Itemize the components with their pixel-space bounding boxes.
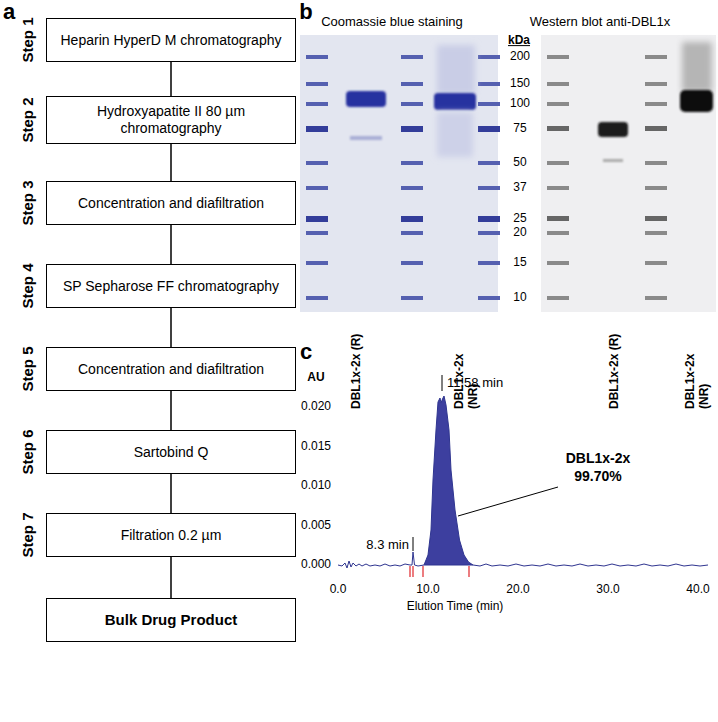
mw-marker: 10 [513,291,526,305]
flow-connector [170,308,172,347]
peak-annotation: 11.58 min [447,376,503,391]
step-text: Concentration and diafiltration [70,361,272,378]
step-label: Step 3 [19,180,36,225]
mw-marker: 50 [513,156,526,170]
peak-annotation: DBL1x-2x [566,450,631,466]
step-label: Step 6 [19,429,36,474]
step-text: Bulk Drug Product [97,611,246,629]
lane-label: DBL1x-2x (NR) [453,327,481,409]
step-text: Hydroxyapatite II 80 µm chromatography [47,103,295,137]
panel-letter: b [299,0,312,25]
process-box: Step 5Concentration and diafiltration [46,347,296,391]
coomassie-gel [300,35,500,312]
flow-connector [170,474,172,513]
flow-connector [170,225,172,264]
axis-title: AU [307,371,324,385]
peak-annotation: 99.70% [574,468,621,484]
lane-label: DBL1x-2x (R) [350,327,364,409]
mw-marker: 200 [510,50,530,64]
process-box: Step 7Filtration 0.2 µm [46,513,296,557]
peak-annotation: 8.3 min [366,538,409,553]
tick-label: 0.010 [301,479,331,493]
flow-connector [170,557,172,598]
flow-connector [170,391,172,430]
process-box: Step 2Hydroxyapatite II 80 µm chromatogr… [46,96,296,144]
mw-marker: 100 [510,97,530,111]
step-label: Step 5 [19,346,36,391]
tick-label: 0.000 [301,558,331,572]
tick-label: 40.0 [686,583,709,597]
product-box: Bulk Drug Product [46,598,296,642]
process-box: Step 3Concentration and diafiltration [46,181,296,225]
chromatogram [338,375,708,577]
process-box: Step 4SP Sepharose FF chromatography [46,264,296,308]
step-text: Sartobind Q [126,444,217,461]
panel-title: Western blot anti-DBL1x [530,15,671,30]
mw-marker: 25 [513,212,526,226]
panel-letter: c [300,339,312,364]
mw-marker: 20 [513,226,526,240]
step-label: Step 2 [19,97,36,142]
step-text: Concentration and diafiltration [70,195,272,212]
step-text: SP Sepharose FF chromatography [55,278,287,295]
flow-connector [170,62,172,96]
tick-label: 0.020 [301,400,331,414]
mw-marker: 37 [513,181,526,195]
step-label: Step 7 [19,512,36,557]
step-text: Heparin HyperD M chromatography [53,32,290,49]
tick-label: 20.0 [506,583,529,597]
step-label: Step 4 [19,263,36,308]
mw-marker: 15 [513,256,526,270]
lane-label: DBL1x-2x (R) [608,327,622,409]
axis-title: Elution Time (min) [407,600,504,614]
tick-label: 0.005 [301,519,331,533]
panel-letter: a [3,0,15,25]
mw-marker: 75 [513,122,526,136]
tick-label: 10.0 [416,583,439,597]
unit-label: kDa [508,34,530,48]
tick-label: 30.0 [596,583,619,597]
tick-label: 0.0 [330,583,347,597]
step-label: Step 1 [19,17,36,62]
western-blot [541,35,716,312]
tick-label: 0.015 [301,440,331,454]
mw-marker: 150 [510,77,530,91]
flow-connector [170,144,172,181]
step-text: Filtration 0.2 µm [113,527,230,544]
panel-title: Coomassie blue staining [321,15,463,30]
process-box: Step 6Sartobind Q [46,430,296,474]
process-box: Step 1Heparin HyperD M chromatography [46,18,296,62]
lane-label: DBL1x-2x (NR) [684,327,712,409]
